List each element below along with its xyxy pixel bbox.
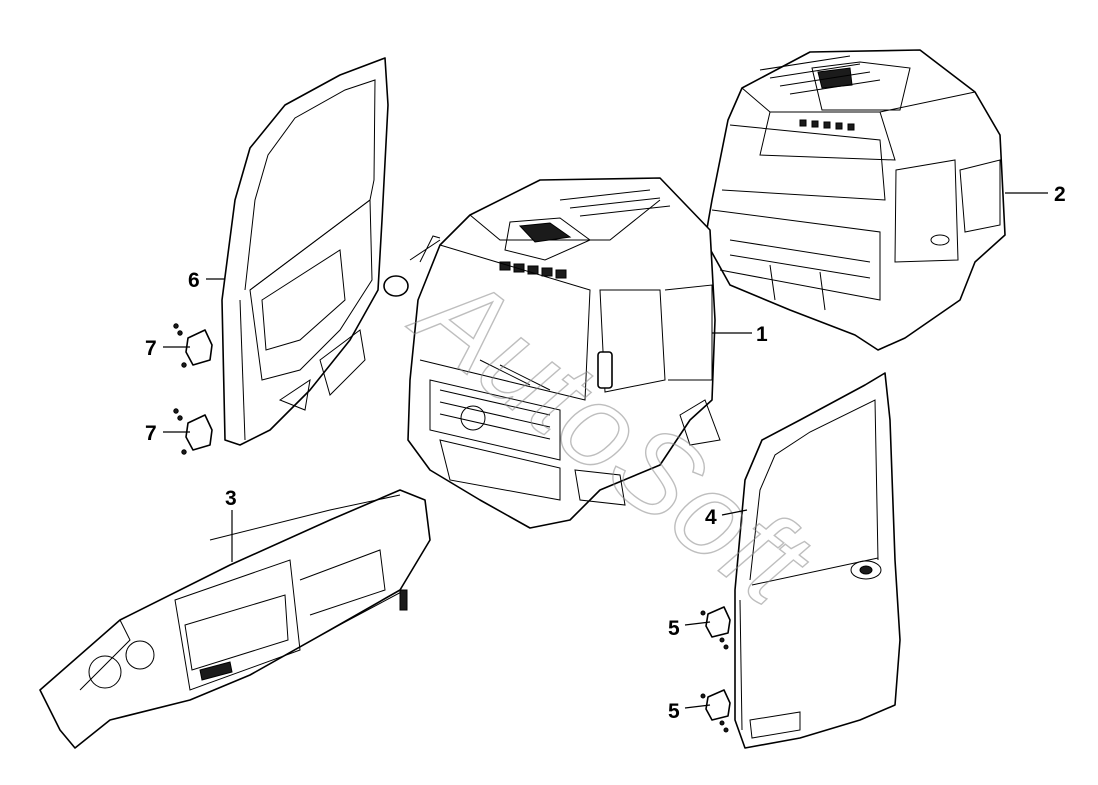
dashboard (39, 489, 431, 749)
right-door-hinge-lower (700, 689, 731, 733)
right-door-hinge-upper (700, 606, 731, 650)
left-door-hinge-lower (173, 408, 213, 455)
callout-5-leader-lower (684, 704, 711, 709)
callout-1-label: 1 (756, 323, 768, 346)
cab-frame (704, 49, 1006, 351)
callout-5-lower-label: 5 (668, 700, 680, 723)
callout-4-leader (721, 509, 748, 516)
callout-7-lower-label: 7 (145, 422, 157, 445)
callout-2-label: 2 (1054, 183, 1066, 206)
left-door-frame (221, 57, 389, 446)
callout-4-label: 4 (705, 506, 717, 529)
right-door (734, 372, 901, 749)
cab-shell (383, 177, 721, 529)
callout-3-label: 3 (225, 487, 237, 510)
callout-5-leader-upper (684, 621, 711, 626)
callout-6-label: 6 (188, 269, 200, 292)
callout-7-upper-label: 7 (145, 337, 157, 360)
callout-5-upper-label: 5 (668, 617, 680, 640)
left-door-hinge-upper (173, 323, 213, 368)
